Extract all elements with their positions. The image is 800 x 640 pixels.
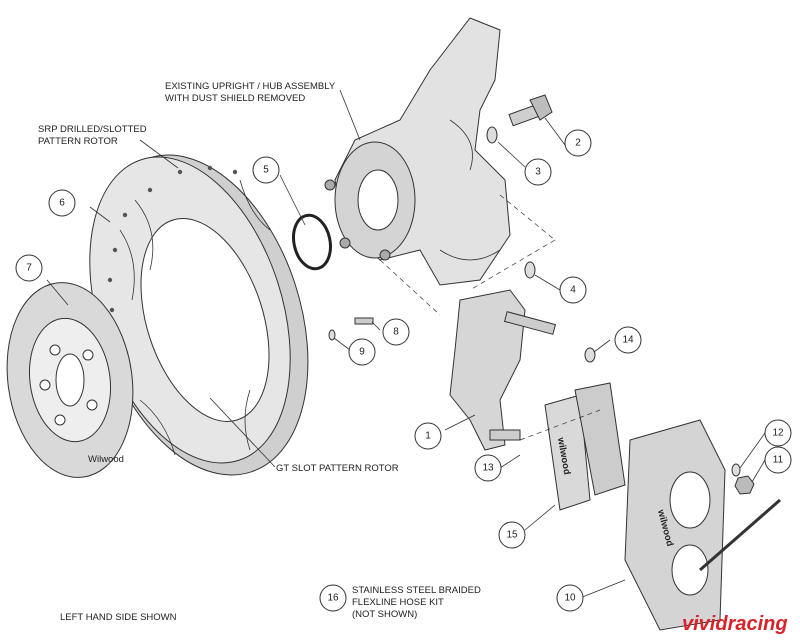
caliper-bracket [449,289,557,451]
callout-3: 3 [524,158,552,186]
bracket-bolt [508,94,553,127]
callout-2: 2 [564,129,592,157]
washer-12 [731,463,741,477]
washer-4 [524,261,536,279]
callout-15: 15 [498,521,526,549]
rotor-hat: Wilwood [6,282,134,478]
label-gt-rotor: GT SLOT PATTERN ROTOR [276,463,399,474]
callout-9: 9 [348,338,376,366]
svg-text:11: 11 [773,455,784,466]
callout-4: 4 [559,276,587,304]
svg-text:14: 14 [622,335,634,346]
callout-6: 6 [48,189,76,217]
svg-text:1: 1 [425,431,431,442]
o-ring [292,213,332,271]
leader-lines [46,89,766,599]
caliper: wilwood [624,419,726,631]
upright-hub-assembly [324,17,511,286]
label-srp-rotor-line1: SRP DRILLED/SLOTTED [38,124,147,135]
svg-text:3: 3 [535,167,541,178]
watermark-logo: vividracing [682,613,788,635]
label-hose-kit-line1: STAINLESS STEEL BRAIDED [352,585,481,596]
callout-7: 7 [15,254,43,282]
svg-text:9: 9 [359,347,365,358]
svg-text:2: 2 [575,138,581,149]
label-upright-line2: WITH DUST SHIELD REMOVED [165,93,305,104]
svg-text:13: 13 [482,463,494,474]
svg-text:10: 10 [564,593,576,604]
hat-brand-text: Wilwood [88,454,124,465]
callout-13: 13 [474,454,502,482]
nut [734,475,755,495]
svg-text:5: 5 [263,165,269,176]
bolt-8 [354,317,374,325]
caliper-mounting-bolt [699,498,781,572]
svg-text:6: 6 [59,198,65,209]
callout-14: 14 [614,326,642,354]
svg-text:4: 4 [570,285,576,296]
callout-8: 8 [382,318,410,346]
svg-text:12: 12 [772,428,784,439]
callout-10: 10 [556,584,584,612]
washer-3 [486,126,498,144]
callout-5: 5 [252,156,280,184]
washer-9 [328,329,336,341]
assembly-guide-lines [379,194,601,441]
callout-11: 11 [764,446,792,474]
label-hose-kit-line2: FLEXLINE HOSE KIT [352,597,444,608]
label-upright-line1: EXISTING UPRIGHT / HUB ASSEMBLY [165,81,336,92]
label-left-hand-side: LEFT HAND SIDE SHOWN [60,612,177,623]
rotor [89,154,309,476]
washer-14 [584,347,596,363]
callout-1: 1 [414,422,442,450]
callout-16: 16 [319,584,347,612]
svg-text:8: 8 [393,327,399,338]
svg-text:7: 7 [26,263,32,274]
label-hose-kit-line3: (NOT SHOWN) [352,609,417,620]
svg-text:16: 16 [327,593,339,604]
svg-text:15: 15 [506,530,518,541]
brake-pads: wilwood [544,382,626,511]
label-srp-rotor-line2: PATTERN ROTOR [38,136,118,147]
callout-12: 12 [764,419,792,447]
